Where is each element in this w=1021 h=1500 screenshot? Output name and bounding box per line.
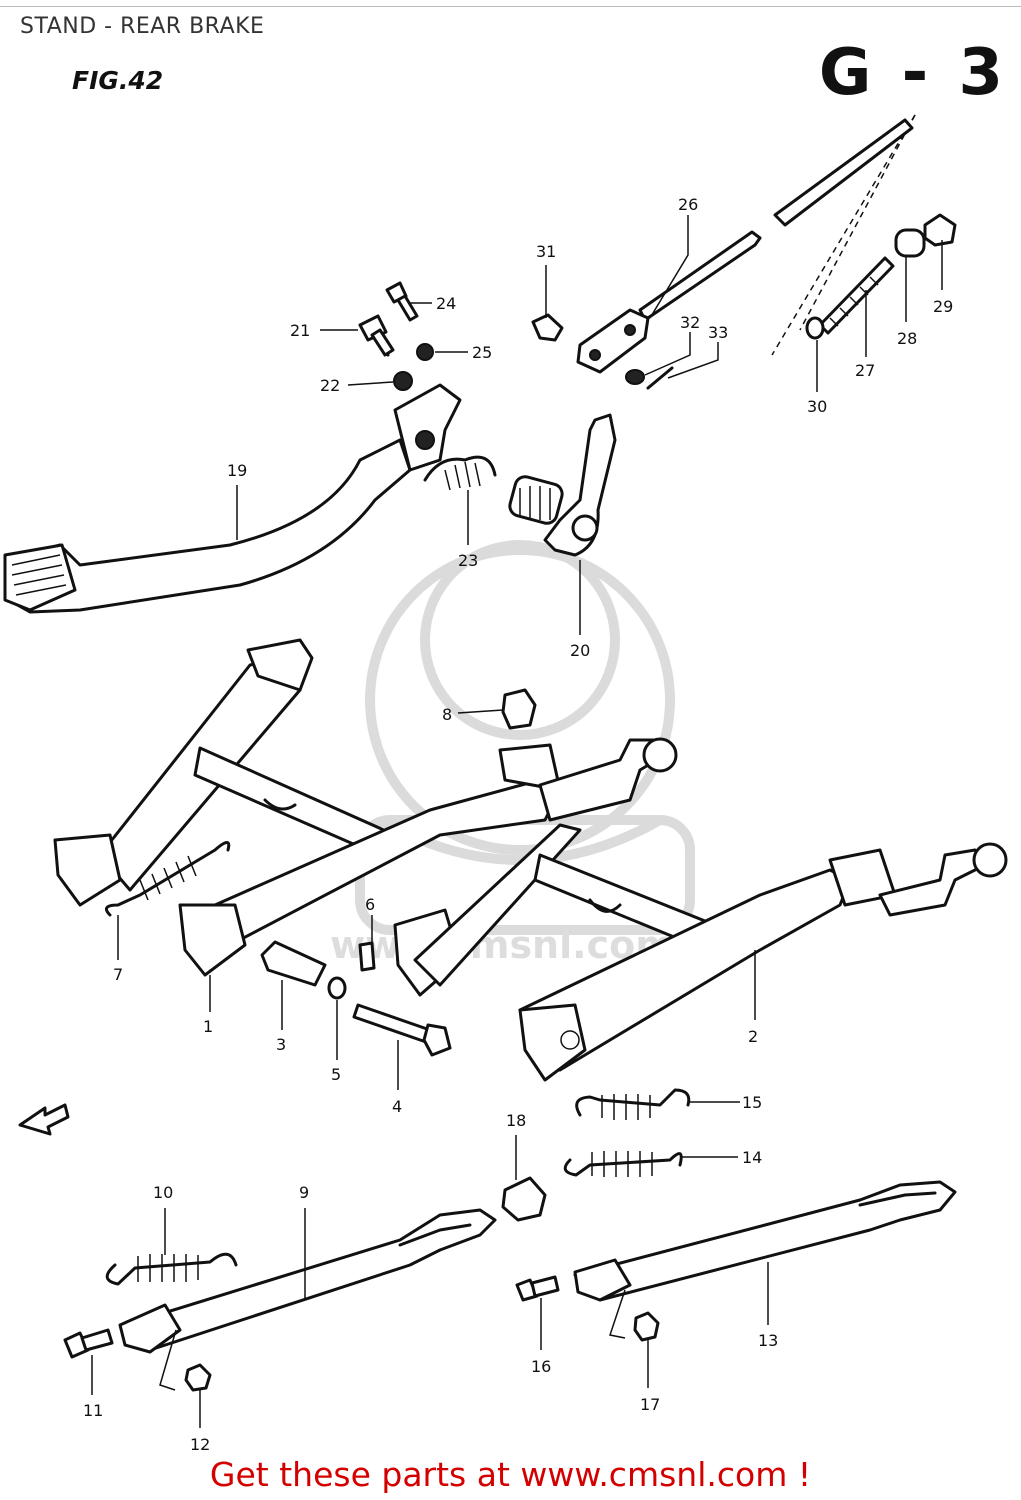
part-label: 25 <box>472 343 492 362</box>
top-divider <box>0 6 1021 7</box>
front-direction-arrow <box>18 1103 70 1136</box>
rubber-18 <box>501 1176 547 1222</box>
nut-22 <box>393 371 413 391</box>
part-label: 26 <box>678 195 698 214</box>
page-title: STAND - REAR BRAKE <box>20 14 265 39</box>
part-label: 17 <box>640 1395 660 1414</box>
joint-28 <box>894 228 926 258</box>
part-label: 1 <box>203 1017 213 1036</box>
part-label: 11 <box>83 1401 103 1420</box>
part-label: 5 <box>331 1065 341 1084</box>
side-stand-9 <box>118 1208 497 1354</box>
spring-10 <box>105 1252 238 1286</box>
part-label: 13 <box>758 1331 778 1350</box>
pipe-3 <box>260 940 327 987</box>
part-label: 16 <box>531 1357 551 1376</box>
bolt-21 <box>358 314 395 357</box>
part-label: 8 <box>442 705 452 724</box>
pin-31 <box>531 313 564 342</box>
part-label: 29 <box>933 297 953 316</box>
part-label: 18 <box>506 1111 526 1130</box>
bolt-16 <box>515 1275 560 1302</box>
part-label: 31 <box>536 242 556 261</box>
watermark-text: www.cmsnl.com <box>330 923 675 967</box>
washer-5 <box>327 976 347 1000</box>
part-label: 23 <box>458 551 478 570</box>
part-label: 14 <box>742 1148 762 1167</box>
part-label: 15 <box>742 1093 762 1112</box>
part-label: 24 <box>436 294 456 313</box>
part-label: 6 <box>365 895 375 914</box>
part-label: 2 <box>748 1027 758 1046</box>
part-label: 27 <box>855 361 875 380</box>
part-label: 10 <box>153 1183 173 1202</box>
side-stand-13 <box>573 1180 957 1302</box>
pin-6 <box>358 941 376 972</box>
washer-30 <box>805 316 825 340</box>
shop-link-text[interactable]: Get these parts at www.cmsnl.com ! <box>209 1455 812 1494</box>
bolt-11 <box>63 1328 114 1359</box>
nut-17 <box>633 1311 660 1342</box>
return-spring-23 <box>423 455 497 491</box>
cotter-pin-33 <box>646 366 674 390</box>
part-label: 21 <box>290 321 310 340</box>
guide-lines <box>771 114 916 356</box>
page-id: G - 3 <box>818 36 1007 110</box>
part-label: 19 <box>227 461 247 480</box>
stopper-8 <box>501 688 537 730</box>
part-label: 33 <box>708 323 728 342</box>
washer-32 <box>625 369 645 385</box>
part-label: 30 <box>807 397 827 416</box>
center-stand <box>53 638 1008 1082</box>
spring-27 <box>818 256 895 335</box>
part-label: 20 <box>570 641 590 660</box>
part-label: 22 <box>320 376 340 395</box>
brake-rod-26 <box>576 118 914 374</box>
bolt-4 <box>352 1003 452 1057</box>
brake-pedal <box>3 383 462 614</box>
figure-number: FIG.42 <box>72 66 164 95</box>
part-label: 4 <box>392 1097 402 1116</box>
nut-29 <box>923 213 957 247</box>
part-label: 12 <box>190 1435 210 1454</box>
part-labels: 1 2 3 4 5 6 7 8 9 10 11 12 13 14 15 16 1… <box>83 195 953 1454</box>
spring-7 <box>104 841 231 917</box>
bolt-24 <box>385 281 419 322</box>
part-label: 9 <box>299 1183 309 1202</box>
spring-14 <box>563 1151 683 1177</box>
part-label: 7 <box>113 965 123 984</box>
nut-25 <box>416 343 434 361</box>
spring-15 <box>575 1088 691 1120</box>
leader-lines <box>91 215 943 1428</box>
part-label: 32 <box>680 313 700 332</box>
brake-arm-20 <box>508 413 617 557</box>
nut-12 <box>184 1363 212 1392</box>
part-label: 28 <box>897 329 917 348</box>
part-label: 3 <box>276 1035 286 1054</box>
